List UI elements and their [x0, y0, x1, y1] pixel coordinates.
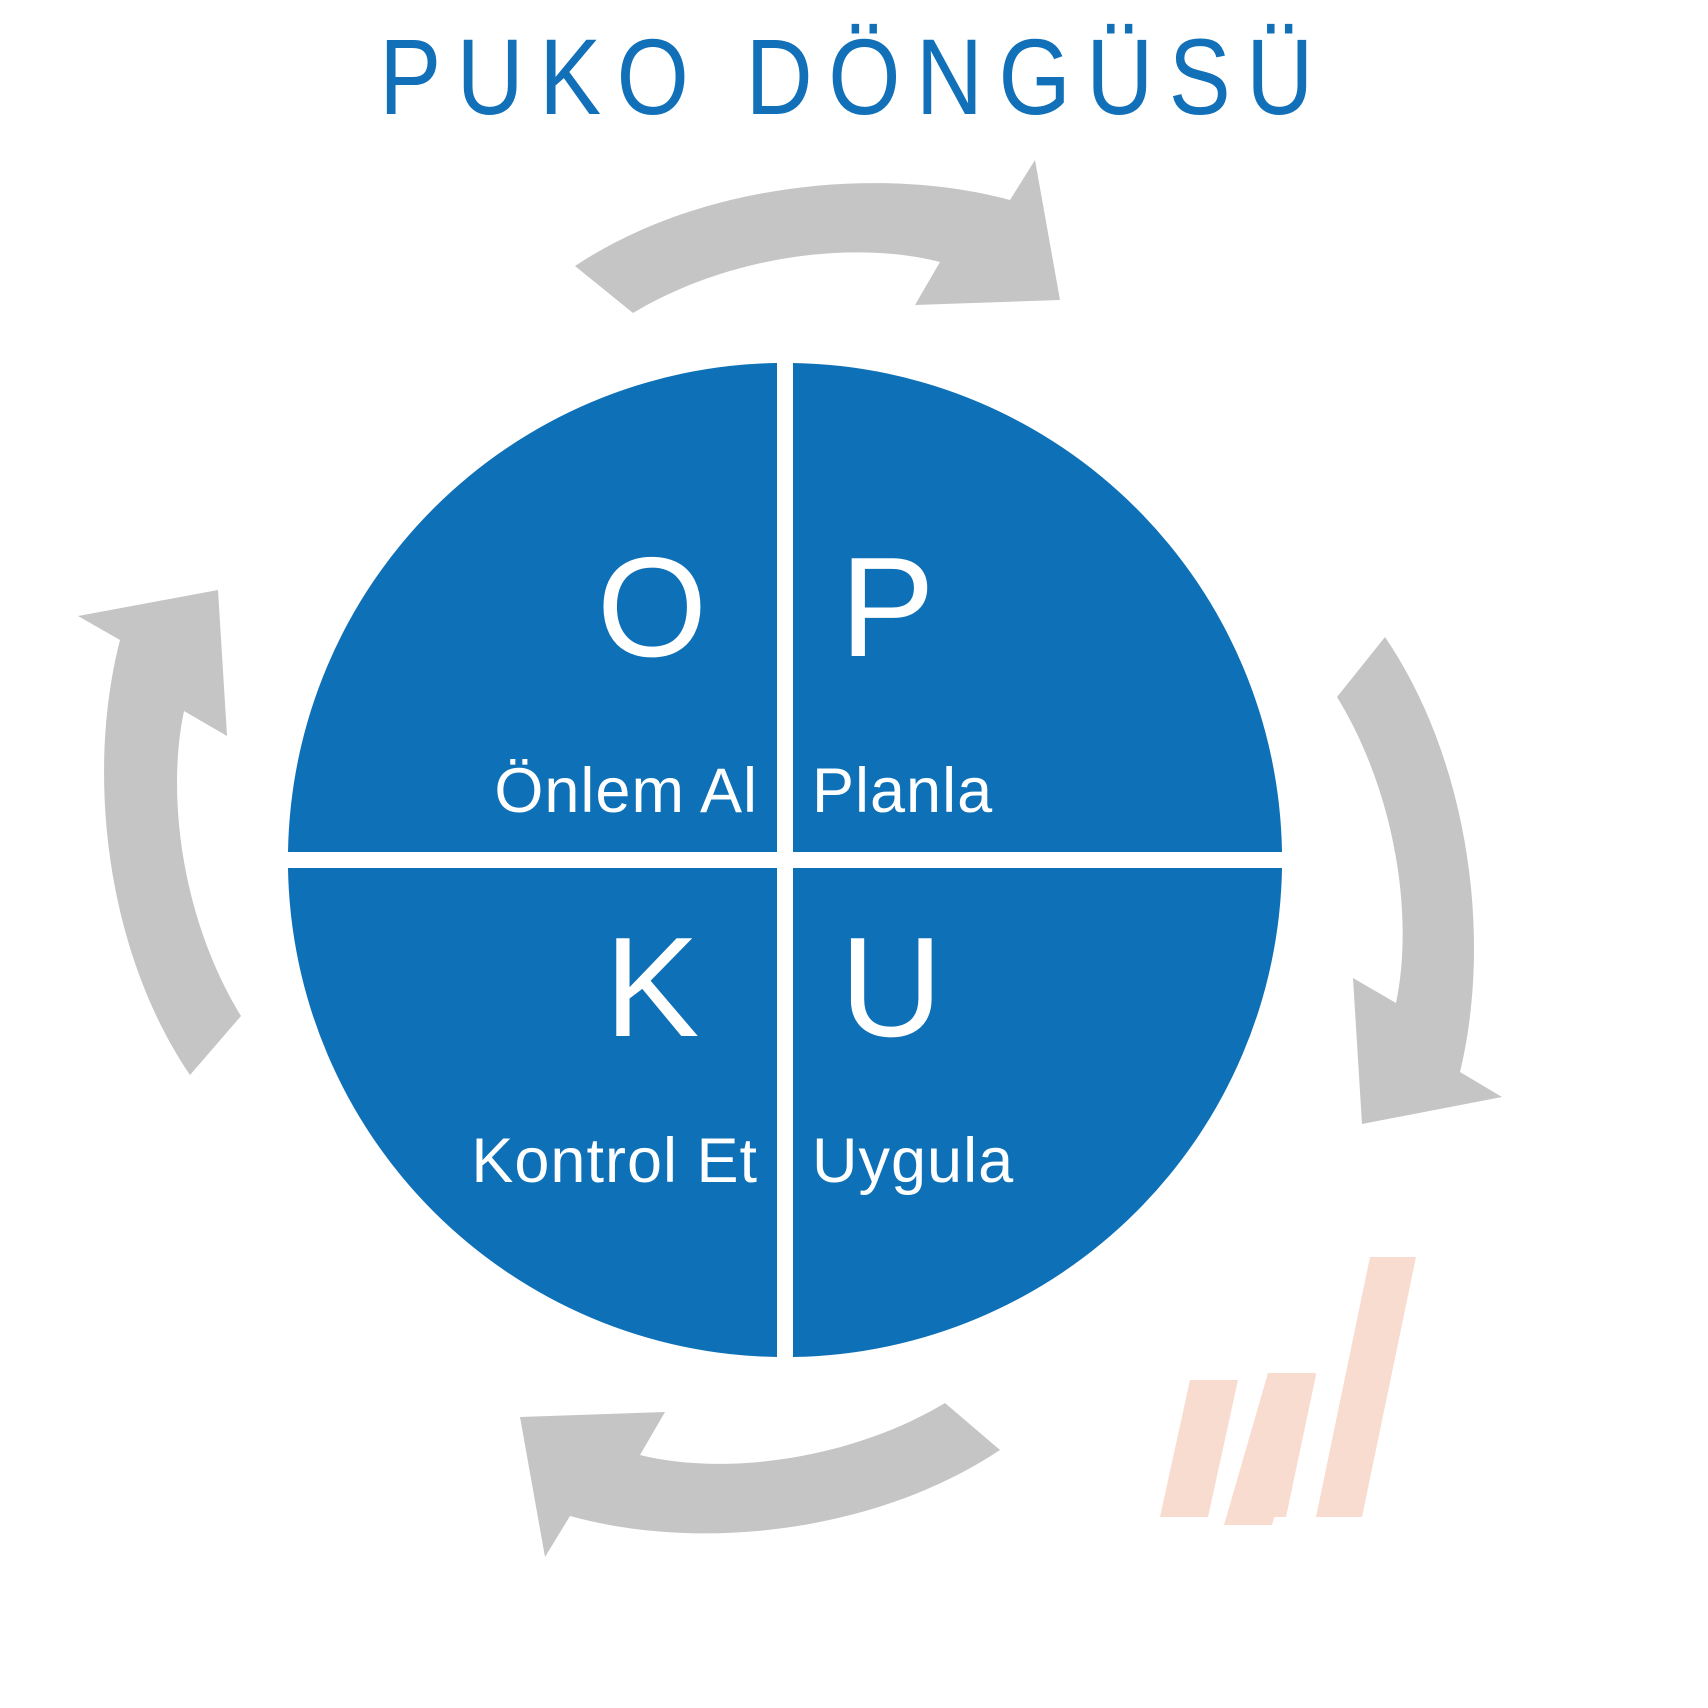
quadrant-letter-planla: P — [840, 528, 935, 687]
quadrant-letter-uygula: U — [840, 908, 943, 1067]
quadrant-label-kontrol-et: Kontrol Et — [471, 1126, 758, 1196]
page-title: PUKO DÖNGÜSÜ — [379, 16, 1329, 137]
curved-arrow-down-icon — [1337, 637, 1502, 1124]
quadrant-label-uygula: Uygula — [812, 1126, 1015, 1196]
quadrant-wedge-kontrol-et — [288, 868, 777, 1357]
quadrant-letter-onlem-al: O — [596, 528, 708, 687]
curved-arrow-left-icon — [520, 1403, 1000, 1557]
quadrant-label-onlem-al: Önlem Al — [494, 756, 758, 826]
quadrant-wedge-uygula — [793, 868, 1282, 1357]
curved-arrow-right-icon — [575, 160, 1060, 313]
quadrant-wedge-planla — [793, 363, 1282, 852]
slanted-bars-logo-icon — [1160, 1257, 1416, 1525]
quadrant-label-planla: Planla — [812, 756, 994, 826]
quadrant-letter-kontrol-et: K — [604, 908, 700, 1067]
puko-cycle-wheel: O Önlem Al P Planla K Kontrol Et U Uygul… — [280, 355, 1290, 1365]
curved-arrow-up-icon — [78, 590, 241, 1075]
quadrant-wedge-onlem-al — [288, 363, 777, 852]
corner-watermark-logo — [1120, 1195, 1420, 1525]
